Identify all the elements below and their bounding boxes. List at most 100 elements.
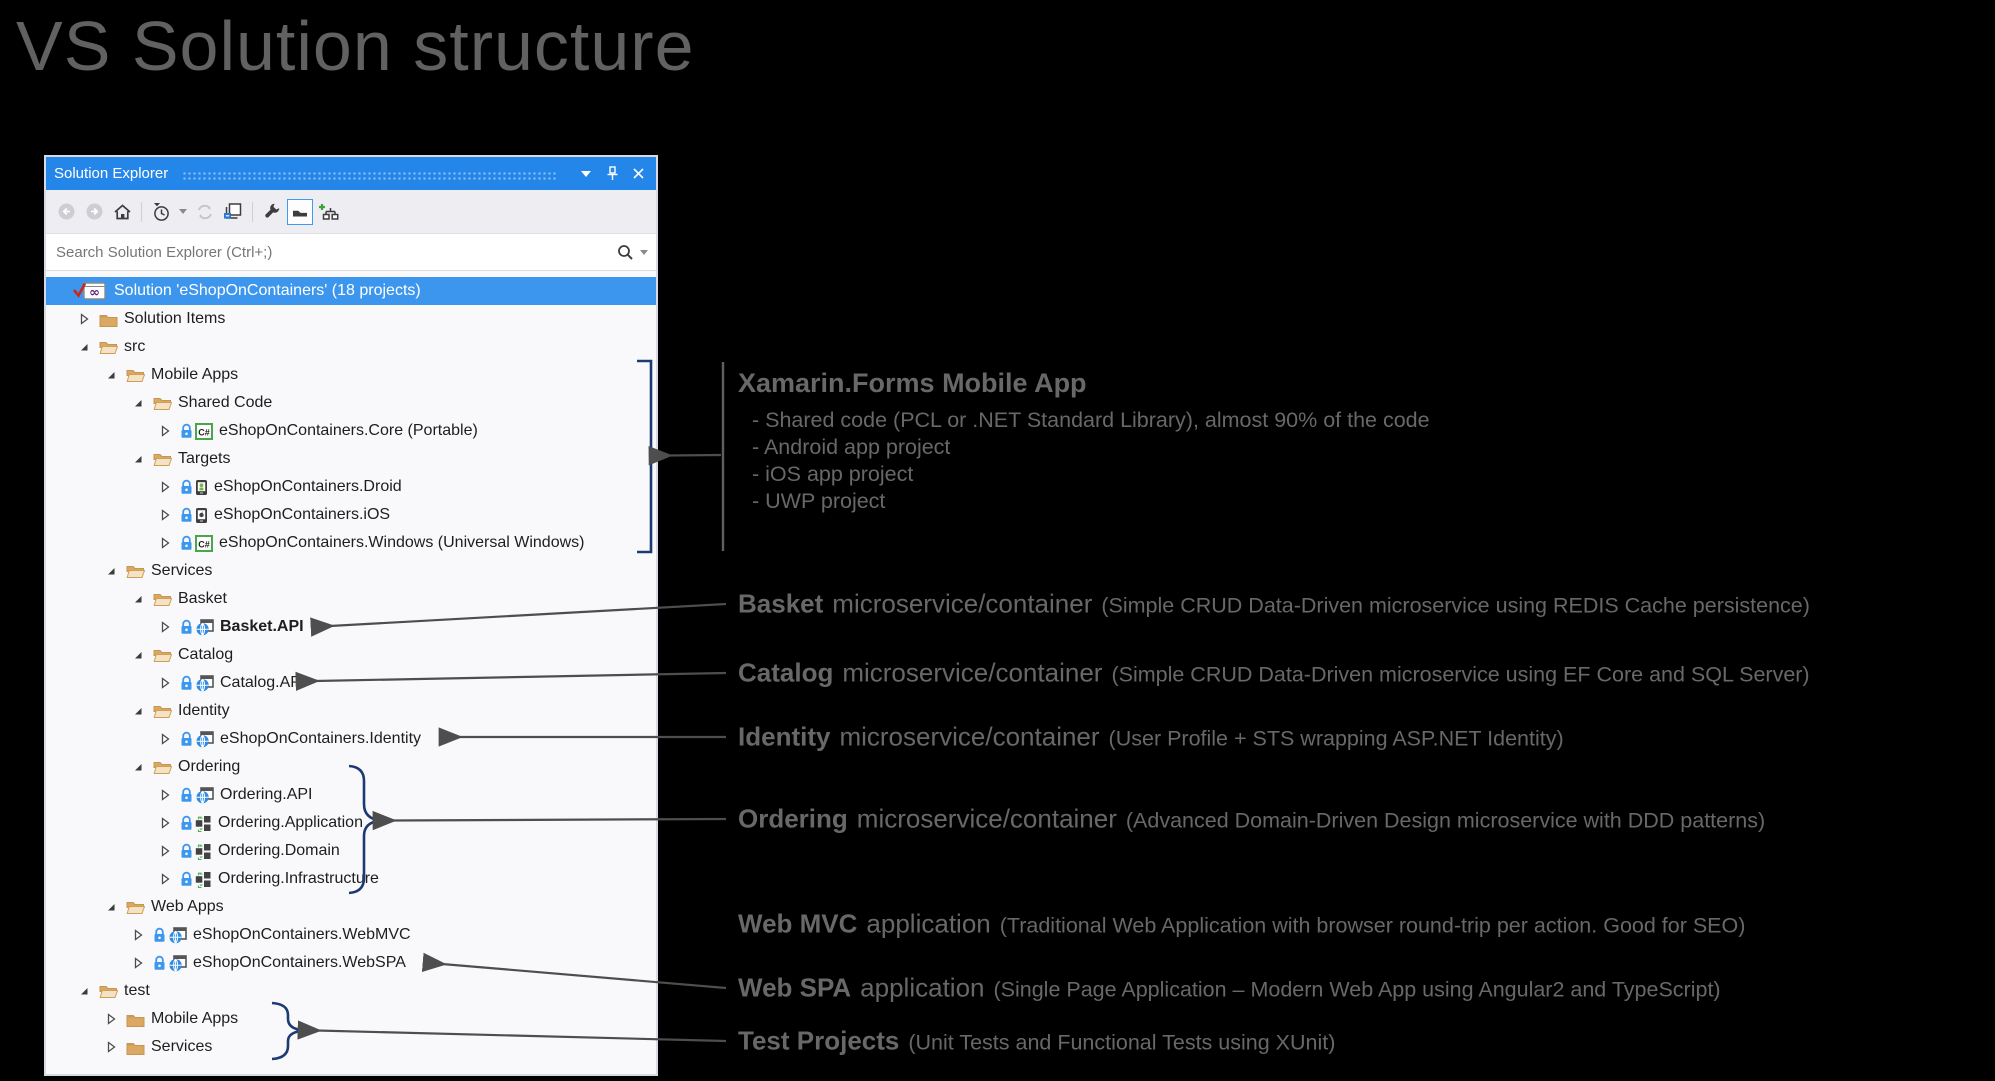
tree-row[interactable]: Mobile Apps (46, 1005, 656, 1033)
pending-changes-filter-icon[interactable] (148, 199, 174, 225)
search-icon[interactable] (617, 244, 634, 261)
twisty-expanded-icon[interactable] (78, 984, 92, 998)
tree-row[interactable]: test (46, 977, 656, 1005)
search-bar (46, 234, 656, 271)
tree-item-label: eShopOnContainers.Droid (214, 478, 402, 495)
twisty-collapsed-icon[interactable] (159, 844, 173, 858)
twisty-collapsed-icon[interactable] (132, 956, 146, 970)
tree-row[interactable]: Shared Code (46, 389, 656, 417)
tree-row[interactable]: Catalog.API (46, 669, 656, 697)
search-options-dropdown-icon[interactable] (640, 249, 648, 255)
search-input[interactable] (54, 242, 617, 262)
tree-row[interactable]: Basket (46, 585, 656, 613)
tree-item-label: Ordering.Infrastructure (218, 870, 379, 887)
twisty-collapsed-icon[interactable] (159, 508, 173, 522)
navigate-back-icon[interactable] (53, 199, 79, 225)
twisty-collapsed-icon[interactable] (159, 676, 173, 690)
panel-titlebar[interactable]: Solution Explorer (46, 157, 656, 190)
tree-item-label: eShopOnContainers.Core (Portable) (219, 422, 478, 439)
twisty-collapsed-icon[interactable] (159, 872, 173, 886)
filter-dropdown-icon[interactable] (176, 199, 190, 225)
panel-title: Solution Explorer (54, 165, 169, 182)
tree-item-label: Ordering.Application (218, 814, 363, 831)
twisty-collapsed-icon[interactable] (159, 788, 173, 802)
tree-row[interactable]: Ordering.API (46, 781, 656, 809)
properties-wrench-icon[interactable] (259, 199, 285, 225)
tree-row[interactable]: Ordering.Domain (46, 837, 656, 865)
navigate-forward-icon[interactable] (81, 199, 107, 225)
twisty-expanded-icon[interactable] (132, 592, 146, 606)
folder-open-icon (126, 900, 145, 915)
twisty-collapsed-icon[interactable] (159, 424, 173, 438)
tree-row[interactable]: eShopOnContainers.Identity (46, 725, 656, 753)
tree-row[interactable]: ∞Solution 'eShopOnContainers' (18 projec… (46, 277, 656, 305)
twisty-expanded-icon[interactable] (132, 452, 146, 466)
tree-row[interactable]: Web Apps (46, 893, 656, 921)
twisty-collapsed-icon[interactable] (132, 928, 146, 942)
library-icon (195, 815, 212, 832)
tree-row[interactable]: eShopOnContainers.WebMVC (46, 921, 656, 949)
folder-closed-icon (126, 1012, 145, 1027)
tree-row[interactable]: eShopOnContainers.Droid (46, 473, 656, 501)
home-icon[interactable] (109, 199, 135, 225)
twisty-expanded-icon[interactable] (105, 564, 119, 578)
xamarin-bullet: - UWP project (752, 489, 886, 513)
tree-row[interactable]: Ordering (46, 753, 656, 781)
twisty-collapsed-icon[interactable] (159, 480, 173, 494)
pin-icon[interactable] (602, 164, 622, 184)
folder-open-icon (153, 760, 172, 775)
tree-row[interactable]: Targets (46, 445, 656, 473)
tree-row[interactable]: Ordering.Infrastructure (46, 865, 656, 893)
tree-row[interactable]: Ordering.Application (46, 809, 656, 837)
twisty-collapsed-icon[interactable] (78, 312, 92, 326)
window-position-menu-icon[interactable] (576, 164, 596, 184)
twisty-expanded-icon[interactable] (132, 760, 146, 774)
tree-item-label: Basket.API (220, 618, 304, 635)
twisty-expanded-icon[interactable] (132, 704, 146, 718)
xamarin-bullet: - Shared code (PCL or .NET Standard Libr… (752, 408, 1430, 432)
tree-row[interactable]: Solution Items (46, 305, 656, 333)
new-solution-diagram-icon[interactable] (315, 199, 341, 225)
twisty-collapsed-icon[interactable] (159, 536, 173, 550)
collapse-all-icon[interactable] (220, 199, 246, 225)
twisty-collapsed-icon[interactable] (105, 1040, 119, 1054)
tree-row[interactable]: eShopOnContainers.WebSPA (46, 949, 656, 977)
panel-toolbar (46, 190, 656, 234)
twisty-expanded-icon[interactable] (132, 648, 146, 662)
callout-bold-text: Web SPA (738, 972, 852, 1003)
twisty-expanded-icon[interactable] (105, 368, 119, 382)
tree-item-label: Ordering.Domain (218, 842, 340, 859)
lock-icon (153, 927, 166, 943)
tree-row[interactable]: eShopOnContainers.iOS (46, 501, 656, 529)
tree-row[interactable]: C#eShopOnContainers.Windows (Universal W… (46, 529, 656, 557)
annotation-title: Xamarin.Forms Mobile App (738, 368, 1087, 398)
tree-row[interactable]: src (46, 333, 656, 361)
twisty-expanded-icon[interactable] (132, 396, 146, 410)
twisty-collapsed-icon[interactable] (159, 816, 173, 830)
tree-row[interactable]: Catalog (46, 641, 656, 669)
xamarin-bullet: - iOS app project (752, 462, 914, 486)
folder-open-icon (126, 564, 145, 579)
callout-paren-text: (Simple CRUD Data-Driven microservice us… (1111, 662, 1810, 687)
close-icon[interactable] (628, 164, 648, 184)
tree-row[interactable]: Mobile Apps (46, 361, 656, 389)
web-icon (195, 786, 214, 804)
folder-open-icon (99, 984, 118, 999)
sync-icon[interactable] (192, 199, 218, 225)
twisty-collapsed-icon[interactable] (105, 1012, 119, 1026)
tree-row[interactable]: Services (46, 1033, 656, 1061)
callout-paren-text: (Advanced Domain-Driven Design microserv… (1125, 808, 1766, 833)
twisty-collapsed-icon[interactable] (159, 620, 173, 634)
twisty-collapsed-icon[interactable] (159, 732, 173, 746)
show-all-files-icon[interactable] (287, 198, 313, 225)
twisty-expanded-icon[interactable] (105, 900, 119, 914)
tree-row[interactable]: Basket.API (46, 613, 656, 641)
callout-paren-text: (Unit Tests and Functional Tests using X… (908, 1030, 1336, 1055)
twisty-expanded-icon[interactable] (78, 340, 92, 354)
tree-row[interactable]: Identity (46, 697, 656, 725)
tree-row[interactable]: C#eShopOnContainers.Core (Portable) (46, 417, 656, 445)
xamarin-bullet: - Android app project (752, 435, 951, 459)
tree-row[interactable]: Services (46, 557, 656, 585)
tree-item-label: Shared Code (178, 394, 273, 411)
